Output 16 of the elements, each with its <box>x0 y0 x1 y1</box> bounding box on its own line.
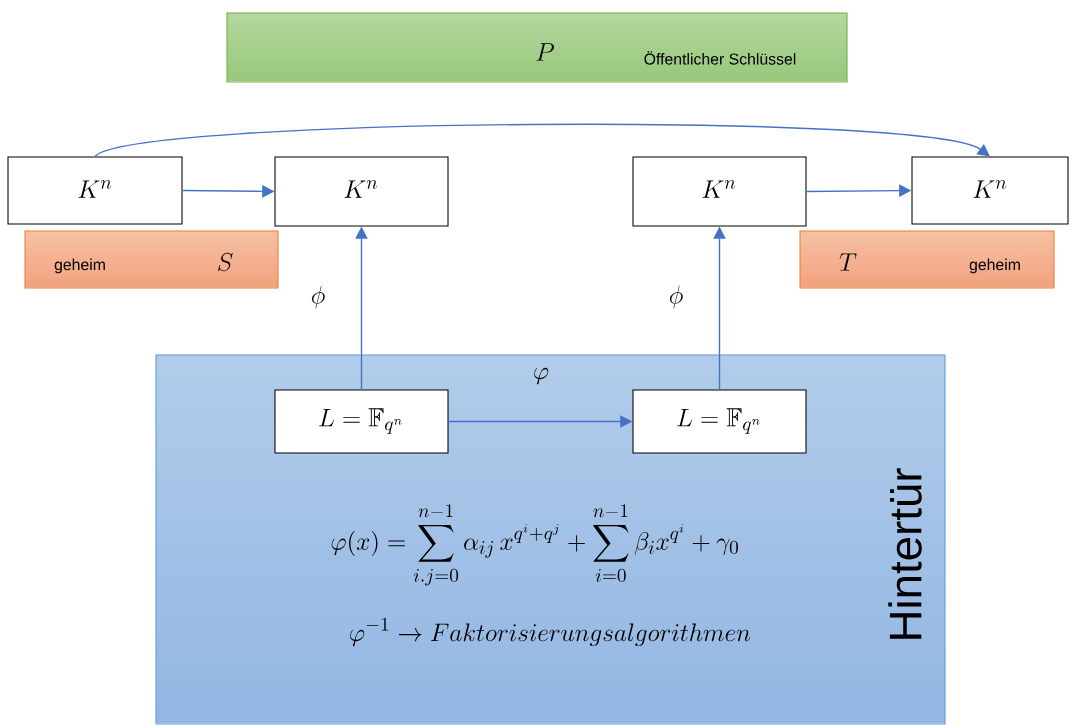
edge-label: $\phi$ <box>311 285 325 309</box>
formula: $\varphi(x)=\sum_{i.j=0}^{n-1}\alpha_{ij}\,x^{q^i+q^j}+\sum_{i=0}^{n-1}\beta_i x^{q^i}+\gamma_0$ <box>331 504 738 586</box>
vector-box: $K^n$ <box>7 156 183 225</box>
arrow <box>94 123 990 158</box>
secret-key-box: $T$ geheim <box>799 230 1055 289</box>
key-band: $P$ Öffentlicher Schlüssel <box>226 12 848 83</box>
vertical-label: Hintertür <box>888 468 922 639</box>
edge-label: $\phi$ <box>669 285 683 309</box>
formula: $\varphi^{-1}\rightarrow Faktorisierungsalgorithmen$ <box>350 617 751 647</box>
field-box: $L=\mathbb{F}_{q^n}$ <box>274 389 449 454</box>
field-box: $L=\mathbb{F}_{q^n}$ <box>632 389 807 454</box>
vector-box: $K^n$ <box>274 156 449 227</box>
vector-box: $K^n$ <box>632 156 807 227</box>
secret-key-box: geheim $S$ <box>24 230 279 289</box>
edge-label: $\varphi$ <box>534 367 549 385</box>
vector-box: $K^n$ <box>911 156 1069 225</box>
